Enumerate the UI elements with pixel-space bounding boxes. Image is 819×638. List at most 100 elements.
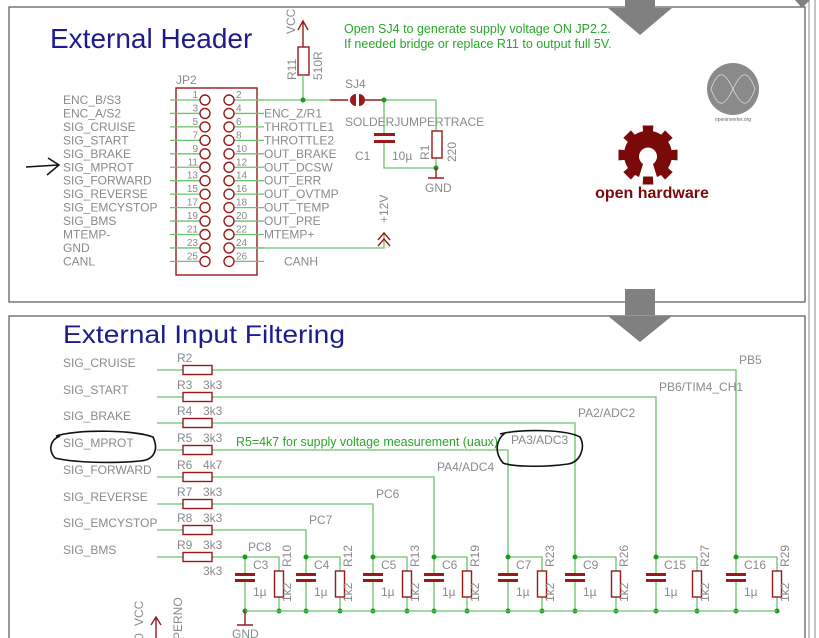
resistor-r19	[461, 570, 473, 598]
pin-label-left: MTEMP-	[63, 228, 110, 242]
capacitor-c3	[235, 573, 255, 576]
pin-4	[223, 107, 235, 120]
header-title: External Header	[50, 23, 252, 54]
junction	[572, 554, 578, 560]
mcu-pin-label: PB5	[739, 353, 762, 367]
resistor-value: 1k2	[468, 582, 482, 602]
open-hardware-text: open hardware	[595, 185, 709, 202]
filter-wire	[655, 556, 698, 611]
pin-label-left: SIG_EMCYSTOP	[63, 201, 157, 215]
pin-label-right: OUT_DCSW	[264, 160, 333, 174]
gear-body	[624, 130, 672, 177]
junction	[370, 554, 376, 560]
signal-wire	[157, 369, 737, 557]
resistor-value: 3k3	[203, 378, 223, 392]
pin-9	[199, 148, 211, 160]
pin-number: 16	[236, 184, 248, 195]
filter-wire	[574, 556, 617, 611]
capacitor-plate	[498, 579, 518, 582]
capacitor-value: 1µ	[664, 585, 678, 599]
resistor-r7	[182, 498, 213, 510]
resistor-value: 4k7	[203, 458, 223, 472]
pin-16	[223, 188, 235, 200]
filter-wire	[372, 556, 408, 611]
capacitor-name: C15	[664, 558, 686, 572]
pin-number: 13	[187, 171, 199, 182]
capacitor-name: C6	[442, 558, 458, 572]
sine-wave-icon	[710, 74, 756, 104]
filter-wire	[735, 556, 778, 611]
filter-wire	[507, 556, 543, 611]
capacitor-plate	[296, 579, 316, 582]
resistor-name: R27	[698, 545, 712, 567]
junction	[381, 97, 387, 103]
junction	[653, 554, 659, 560]
openinverter-logo: openinverter.org	[707, 63, 759, 123]
mcu-pin-label: PC7	[309, 513, 333, 527]
signal-label: SIG_BMS	[63, 543, 116, 557]
pin-number: 19	[187, 211, 199, 222]
resistor-name: R26	[617, 545, 631, 567]
signal-wire	[157, 449, 509, 557]
hand-drawn-arrow-icon	[25, 157, 61, 176]
resistor-name: R2	[177, 351, 193, 365]
pin-label-right: OUT_BRAKE	[264, 147, 337, 161]
pin-20	[223, 215, 235, 227]
r1-name: R1	[418, 144, 432, 160]
resistor-value: 1k2	[543, 582, 557, 602]
gnd-icon	[237, 611, 253, 626]
pin-10	[223, 148, 235, 160]
pin-label-left: SIG_CRUISE	[63, 120, 136, 134]
capacitor-c16	[726, 573, 746, 576]
resistor-name: R9	[177, 538, 193, 552]
capacitor-c1	[374, 133, 395, 143]
resistor-r8	[182, 524, 213, 536]
connector-name: JP2	[176, 73, 197, 87]
mcu-pin-label: PA4/ADC4	[437, 460, 494, 474]
pin-number: 26	[236, 251, 248, 262]
pin-label-right: MTEMP+	[264, 228, 314, 242]
resistor-name: R7	[177, 485, 193, 499]
signal-label: SIG_MPROT	[63, 436, 134, 450]
pin-number: 17	[187, 198, 199, 209]
pin-24	[223, 242, 235, 254]
resistor-value: 1k2	[778, 582, 792, 602]
resistor-name: R23	[543, 545, 557, 567]
capacitor-value: 1µ	[381, 585, 395, 599]
vcc-arrow-icon	[297, 19, 309, 47]
capacitor-plate	[363, 579, 383, 582]
signal-label: SIG_BRAKE	[63, 409, 131, 423]
pin-14	[223, 174, 235, 187]
pin-label-right: THROTTLE2	[264, 133, 334, 147]
resistor-r29	[771, 570, 783, 598]
capacitor-name: C7	[516, 558, 532, 572]
capacitor-name: C16	[744, 558, 766, 572]
pin-number: 11	[188, 157, 199, 168]
pin-23	[199, 242, 211, 254]
pin-number: 6	[236, 117, 242, 128]
filter-title: External Input Filtering	[63, 321, 345, 349]
r1-value: 220	[445, 142, 459, 162]
capacitor-plate	[235, 579, 255, 582]
resistor-value: 3k3	[203, 485, 223, 499]
pin-25	[199, 255, 211, 268]
resistor-name: R3	[177, 378, 193, 392]
resistor-value: 3k3	[203, 538, 223, 552]
sj4-type: SOLDERJUMPERTRACE	[345, 115, 484, 129]
capacitor-c9	[565, 573, 585, 576]
pin-label-left: GND	[63, 241, 90, 255]
resistor-name: R13	[408, 545, 422, 567]
pin-label-left: SIG_START	[63, 133, 129, 147]
r11-name: R11	[285, 59, 299, 80]
header-panel	[8, 6, 806, 303]
resistor-r3	[182, 391, 213, 403]
mcu-pin-label: PA3/ADC3	[511, 433, 568, 447]
pin-1	[199, 94, 211, 106]
capacitor-c6	[424, 573, 444, 576]
note-line-2: If needed bridge or replace R11 to outpu…	[344, 37, 612, 51]
junction	[242, 554, 248, 560]
pin-label-right: OUT_OVTMP	[264, 187, 339, 201]
resistor-r26	[610, 570, 622, 598]
pin-6	[223, 121, 235, 133]
resistor-r1	[431, 130, 443, 159]
